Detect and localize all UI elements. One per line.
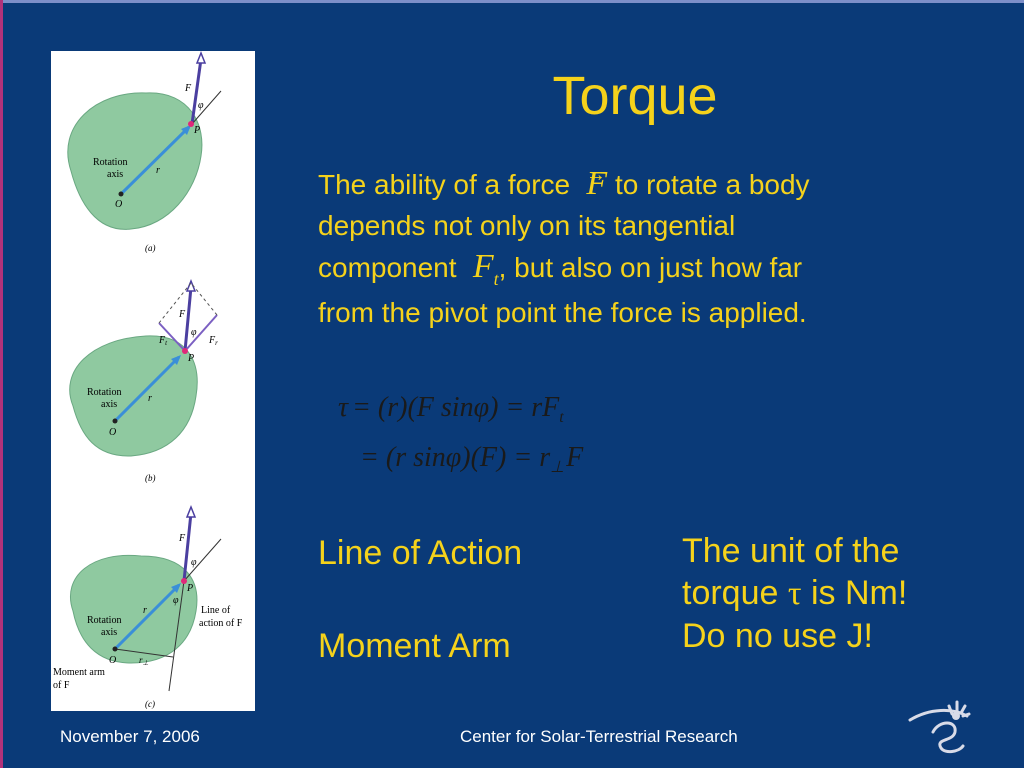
label-f-b: F — [178, 309, 186, 320]
r-vector-a — [119, 125, 191, 196]
tangential-component-b — [158, 322, 186, 352]
r-arrowhead-b — [171, 355, 181, 365]
line-of-action-c — [168, 580, 185, 692]
label-r-b: r — [148, 393, 152, 404]
r-arrowhead-a — [181, 125, 191, 135]
torque-equations: τ= (r)(F sinφ) = rFt = (r sinφ)(F) = r⊥F — [338, 392, 584, 476]
label-f-c: F — [178, 533, 186, 544]
panel-label-c: (c) — [145, 699, 155, 709]
force-vector-a — [190, 58, 203, 125]
rigid-body-a — [67, 92, 203, 230]
body-line-2: depends not only on its tangential — [318, 210, 736, 241]
footer-center: Center for Solar-Terrestrial Research — [460, 727, 738, 746]
moment-arm-line-c — [114, 648, 174, 658]
unit-note-line-1: The unit of the — [682, 532, 900, 570]
point-p-a — [188, 121, 194, 127]
label-axis-a: axis — [107, 169, 123, 180]
radial-component-b — [184, 314, 218, 352]
solar-swirl-logo-icon — [908, 700, 971, 754]
footer-date: November 7, 2006 — [60, 727, 200, 746]
label-f-a: F — [184, 83, 192, 94]
origin-point-c — [112, 646, 118, 652]
line-of-action-label: Line of Action — [318, 534, 523, 572]
point-p-c — [181, 578, 187, 584]
left-edge — [0, 0, 3, 768]
label-phi-c: φ — [191, 557, 197, 568]
label-fr-b: Fr — [208, 335, 218, 347]
label-phi-b: φ — [191, 327, 197, 338]
panel-label-a: (a) — [145, 243, 156, 253]
label-p-c: P — [186, 583, 193, 594]
label-phi2-c: φ — [173, 595, 179, 606]
label-axis-c: axis — [101, 627, 117, 638]
diagram-b: F φ Ft Fr P r Rotation axis O (b) — [69, 278, 218, 483]
label-moment-arm-2: of F — [53, 680, 70, 691]
equation-row-1: τ= (r)(F sinφ) = rFt — [338, 392, 564, 426]
label-axis-b: axis — [101, 399, 117, 410]
moment-arm-label: Moment Arm — [318, 627, 511, 665]
extension-line-c — [183, 538, 222, 582]
body-line-1: The ability of a force F→ to rotate a bo… — [318, 164, 810, 202]
origin-point-a — [118, 191, 124, 197]
label-o-c: O — [109, 655, 116, 666]
rigid-body-b — [69, 335, 198, 457]
top-edge — [0, 0, 1024, 3]
force-vector-symbol: F→ — [585, 164, 608, 202]
label-rotation-c: Rotation — [87, 615, 121, 626]
equation-row-2: = (r sinφ)(F) = r⊥F — [360, 442, 584, 476]
body-line-3: component Ft, but also on just how far — [318, 246, 958, 292]
label-rotation-b: Rotation — [87, 387, 121, 398]
label-r-a: r — [156, 165, 160, 176]
label-o-a: O — [115, 199, 122, 210]
label-rperp-c: r⊥ — [139, 655, 149, 667]
diagram-c: F φ P φ r Rotation axis O r⊥ Line of act… — [53, 504, 243, 709]
r-arrowhead-c — [171, 583, 181, 593]
unit-note-line-3: Do no use J! — [682, 617, 873, 655]
force-vector-c — [182, 512, 193, 582]
force-arrowhead-c — [185, 504, 197, 518]
r-vector-b — [113, 355, 181, 423]
extension-line-a — [191, 90, 222, 125]
r-vector-c — [113, 583, 181, 651]
label-p-b: P — [187, 353, 194, 364]
origin-point-b — [112, 418, 118, 424]
label-ft-b: Ft — [158, 335, 168, 347]
label-moment-arm-1: Moment arm — [53, 667, 105, 678]
force-arrowhead-a — [195, 50, 207, 64]
unit-note: The unit of the torque τ is Nm! Do no us… — [682, 530, 907, 657]
label-p-a: P — [193, 125, 200, 136]
label-o-b: O — [109, 427, 116, 438]
label-rotation-a: Rotation — [93, 157, 127, 168]
rigid-body-c — [70, 554, 198, 664]
unit-note-line-2: torque τ is Nm! — [682, 574, 908, 612]
dashed-box-2 — [190, 282, 218, 316]
tangential-force-symbol: Ft — [472, 248, 499, 289]
label-r-c: r — [143, 605, 147, 616]
panel-label-b: (b) — [145, 473, 156, 483]
force-vector-b — [183, 286, 193, 352]
body-line-4: from the pivot point the force is applie… — [318, 297, 807, 328]
label-line-of-action-1: Line of — [201, 605, 231, 616]
label-line-of-action-2: action of F — [199, 618, 243, 629]
slide-title: Torque — [552, 66, 718, 126]
torque-diagrams: F φ P r Rotation axis O (a) — [53, 50, 243, 709]
point-p-b — [182, 348, 188, 354]
label-phi-a: φ — [198, 100, 204, 111]
body-text: The ability of a force F→ to rotate a bo… — [318, 163, 958, 333]
figure-panel: F φ P r Rotation axis O (a) — [51, 50, 255, 711]
dashed-box-1 — [158, 282, 192, 324]
tau-symbol: τ — [787, 575, 802, 612]
diagram-a: F φ P r Rotation axis O (a) — [67, 50, 222, 253]
